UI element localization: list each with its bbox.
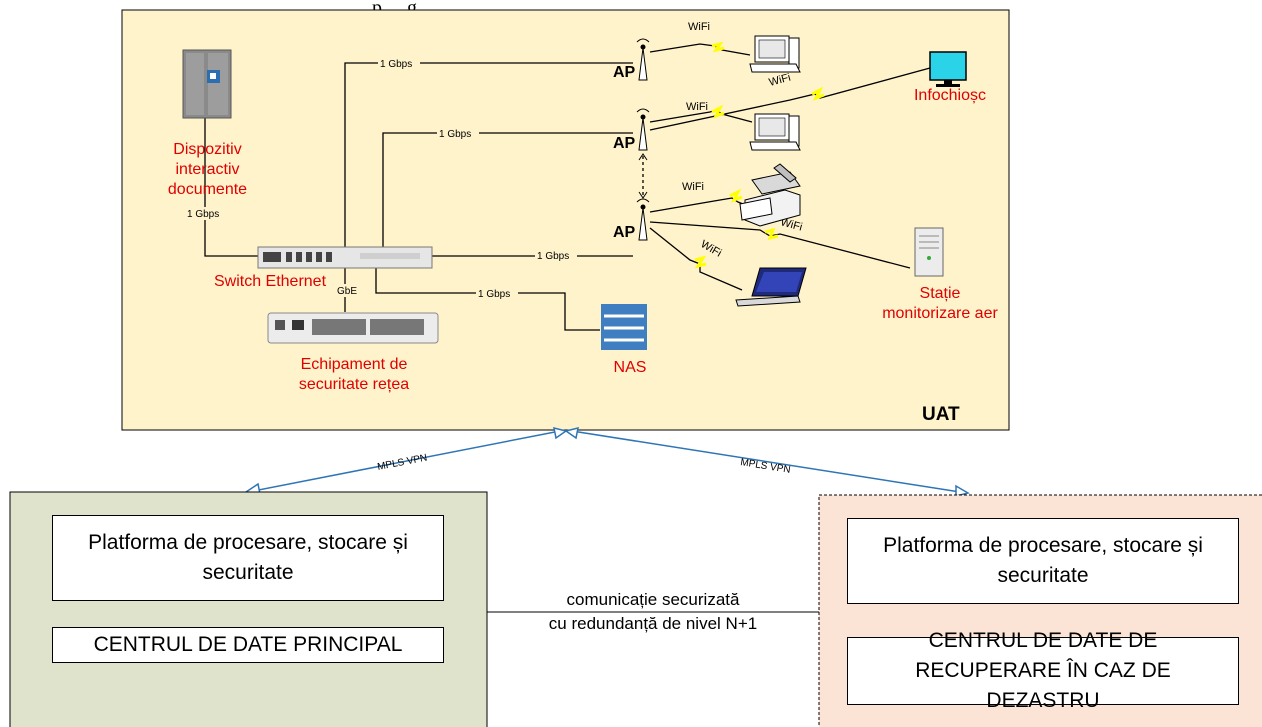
- link-label-ap3: 1 Gbps: [537, 251, 569, 262]
- printer-icon: [739, 163, 801, 227]
- dc-primary-name-box: CENTRUL DE DATE PRINCIPAL: [52, 627, 444, 663]
- infochiosc-icon: [929, 51, 967, 87]
- air-station-label: Stație monitorizare aer: [882, 285, 998, 322]
- wifi-labels: WiFi WiFi WiFi WiFi WiFi WiFi: [682, 21, 804, 260]
- dc-recovery-platform-text: Platforma de procesare, stocare și secur…: [883, 534, 1203, 587]
- mpls-links: [247, 430, 961, 493]
- security-label: Echipament de securitate rețea: [298, 356, 410, 393]
- interconnect-line1: comunicație securizată: [566, 590, 740, 609]
- wifi-label-2: WiFi: [768, 72, 792, 89]
- air-station-icon: [914, 227, 944, 277]
- link-labels: 1 Gbps 1 Gbps 1 Gbps 1 Gbps 1 Gbps GbE: [185, 57, 577, 300]
- ap-mesh-link: [638, 153, 648, 199]
- mpls-arrowheads: [243, 426, 970, 497]
- nas-label: NAS: [613, 359, 647, 376]
- switch-icon: [257, 246, 433, 269]
- switch-label: Switch Ethernet: [213, 273, 327, 290]
- wired-links: [204, 62, 633, 331]
- link-label-ap1: 1 Gbps: [380, 59, 412, 70]
- kiosk-document-label: Dispozitiv interactiv documente: [167, 141, 248, 198]
- wifi-bolts: [694, 41, 825, 269]
- uat-label: UAT: [922, 404, 960, 425]
- wifi-label-3: WiFi: [686, 101, 708, 113]
- kiosk-document-icon: [182, 49, 232, 119]
- dc-recovery-name-box: CENTRUL DE DATE DE RECUPERARE ÎN CAZ DE …: [847, 629, 1239, 712]
- wifi-label-5: WiFi: [779, 216, 803, 233]
- link-label-gbe: GbE: [337, 286, 357, 297]
- ap-1-label: AP: [613, 64, 636, 81]
- dc-recovery-platform-box: Platforma de procesare, stocare și secur…: [847, 518, 1239, 604]
- uat-area: [121, 9, 1010, 431]
- dc-primary-platform-box: Platforma de procesare, stocare și secur…: [52, 515, 444, 601]
- ap-1: AP: [613, 38, 650, 81]
- ap-3: AP: [613, 198, 650, 241]
- infochiosc-label: Infochioșc: [913, 87, 987, 104]
- wifi-label-1: WiFi: [688, 21, 710, 33]
- link-label-nas: 1 Gbps: [478, 289, 510, 300]
- mpls-label-right: MPLS VPN: [740, 457, 792, 476]
- security-appliance-icon: [267, 312, 439, 344]
- dc-recovery-name-text: CENTRUL DE DATE DE RECUPERARE ÎN CAZ DE …: [915, 629, 1171, 712]
- nas-icon: [601, 304, 647, 350]
- ap-3-label: AP: [613, 224, 636, 241]
- wifi-label-4: WiFi: [682, 181, 704, 193]
- mpls-label-left: MPLS VPN: [376, 452, 428, 472]
- pc-icon-1: [749, 35, 801, 73]
- pc-icon-2: [749, 113, 801, 151]
- interconnect-line2: cu redundanță de nivel N+1: [548, 614, 758, 633]
- ap-2: AP: [613, 108, 650, 152]
- dc-primary-platform-text: Platforma de procesare, stocare și secur…: [88, 531, 408, 584]
- dc-primary-name-text: CENTRUL DE DATE PRINCIPAL: [93, 633, 403, 656]
- ap-2-label: AP: [613, 135, 636, 152]
- laptop-icon: [735, 267, 807, 307]
- link-label-doc: 1 Gbps: [187, 209, 219, 220]
- link-label-ap2: 1 Gbps: [439, 129, 471, 140]
